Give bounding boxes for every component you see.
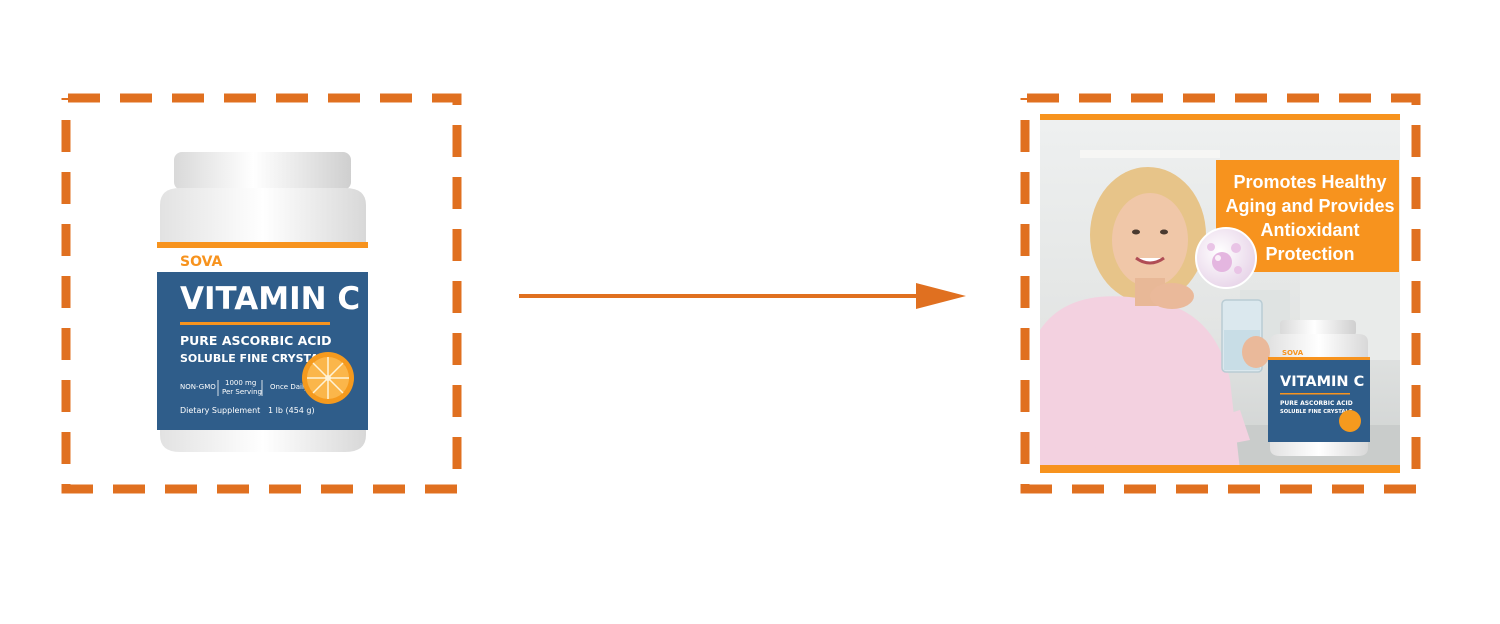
jar-line-1: PURE ASCORBIC ACID [180,333,332,348]
jar-badge-dose: 1000 mg [225,379,256,387]
jar-footer-left: Dietary Supplement [180,406,260,415]
result-jar-name: VITAMIN C [1280,374,1364,390]
callout-line-2: Aging and Provides [1225,196,1394,216]
photo-bottom-bar [1040,465,1400,473]
jar-product-name: VITAMIN C [180,281,360,317]
arrow-right-icon [519,283,966,309]
jar-line-2: SOLUBLE FINE CRYSTALS [180,352,334,365]
result-jar-line-1: PURE ASCORBIC ACID [1280,400,1353,407]
molecule-bubble-icon [1195,227,1257,289]
jar-label-top-stripe [157,242,368,248]
jar-badge-once-daily: Once Daily [270,383,308,391]
source-dashed-border [61,93,462,494]
result-frame [1020,93,1421,494]
photo-top-bar [1040,114,1400,120]
result-jar-brand: SOVA [1282,349,1304,357]
result-jar-line-2: SOLUBLE FINE CRYSTALS [1280,409,1353,415]
jar-badge-non-gmo: NON-GMO [180,383,216,391]
orange-slice-icon [1339,410,1361,432]
source-frame [61,93,462,494]
jar-footer-right: 1 lb (454 g) [268,406,315,415]
callout-line-4: Protection [1265,244,1354,264]
jar-badge-per-serving: Per Serving [222,388,262,396]
callout-line-3: Antioxidant [1261,220,1360,240]
jar-lid [174,152,351,190]
source-product-jar: SOVA VITAMIN C PURE ASCORBIC ACID SOLUBL… [157,152,368,452]
result-lifestyle-image: SOVA VITAMIN C PURE ASCORBIC ACID SOLUBL… [1040,114,1400,473]
orange-slice-icon [302,352,354,404]
jar-name-underline [180,322,330,325]
jar-brand: SOVA [180,254,222,270]
result-dashed-border [1020,93,1421,494]
result-jar: SOVA VITAMIN C PURE ASCORBIC ACID SOLUBL… [1268,320,1370,456]
callout-line-1: Promotes Healthy [1233,172,1386,192]
jar-brand-band [157,248,368,272]
